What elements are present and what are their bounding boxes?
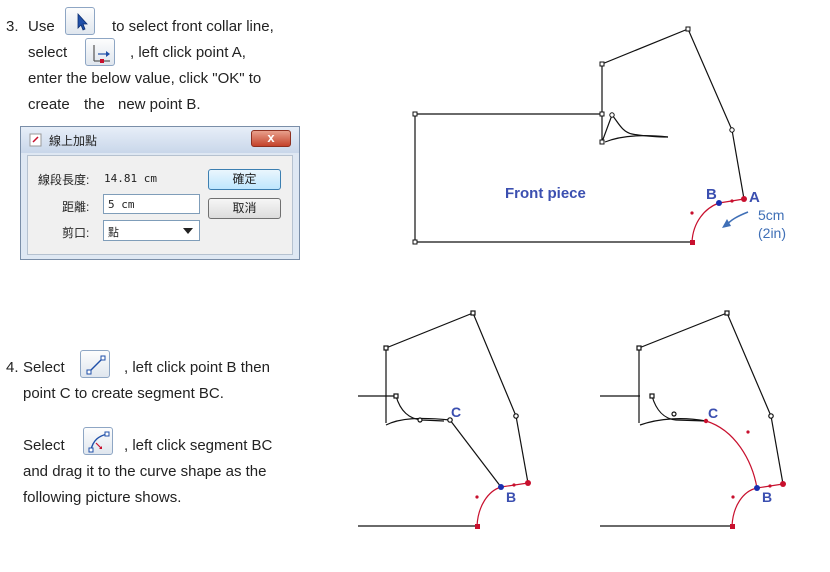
dialog-title: 線上加點 [49, 134, 98, 148]
select-tool-button[interactable] [65, 7, 95, 35]
dialog-body: 線段長度: 14.81 cm 距離: 5 cm 剪口: 點 確定 取消 [27, 155, 293, 255]
point-a-label: A [749, 189, 760, 206]
figure2-segment [358, 310, 529, 527]
figure1-front-piece [414, 28, 745, 243]
figure2-markers [475, 480, 531, 529]
step4-number: 4. [6, 359, 19, 376]
segment-length-value: 14.81 cm [104, 172, 157, 185]
step4-line4: and drag it to the curve shape as the [23, 463, 267, 480]
step4-line3-pre: Select [23, 437, 65, 454]
measure-in-label: (2in) [758, 225, 787, 241]
cancel-button[interactable]: 取消 [208, 198, 281, 219]
draw-line-icon [86, 355, 106, 375]
figure3-curve [600, 310, 784, 527]
point-b-label: B [706, 186, 717, 203]
distance-label: 距離: [62, 200, 90, 214]
distance-input[interactable]: 5 cm [103, 194, 200, 214]
step3-line2-pre: select [28, 44, 68, 61]
ok-button[interactable]: 確定 [208, 169, 281, 190]
chevron-down-icon [183, 228, 193, 234]
figure3-markers [703, 418, 786, 529]
measure-cm-label: 5cm [758, 207, 785, 223]
adjust-curve-icon [88, 431, 110, 453]
front-piece-label: Front piece [505, 185, 586, 202]
step3-line2-post: , left click point A, [130, 44, 246, 61]
step4-line2: point C to create segment BC. [23, 385, 224, 402]
add-point-tool-button[interactable] [85, 38, 115, 66]
step3-line4-c: new point B. [118, 96, 201, 113]
step3-line4-b: the [84, 96, 105, 113]
adjust-tool-button[interactable] [83, 427, 113, 455]
line-tool-button[interactable] [80, 350, 110, 378]
fig2-point-b-label: B [506, 489, 517, 505]
notch-select-value: 點 [108, 226, 119, 239]
step3-line4-a: create [28, 96, 70, 113]
step4-line3-post: , left click segment BC [124, 437, 273, 454]
step3-number: 3. [6, 18, 19, 35]
step3-line1-pre: Use [28, 18, 55, 35]
step4-line1-pre: Select [23, 359, 65, 376]
step3-line3: enter the below value, click "OK" to [28, 70, 262, 87]
add-point-on-line-icon [93, 45, 110, 63]
fig2-point-c-label: C [451, 404, 462, 420]
notch-label: 剪口: [62, 226, 90, 240]
notch-select[interactable]: 點 [103, 220, 200, 241]
fig3-point-c-label: C [708, 405, 719, 421]
step3-line1-post: to select front collar line, [112, 18, 274, 35]
arrow-cursor-icon [77, 12, 88, 31]
dialog-close-button[interactable]: x [251, 130, 291, 147]
dialog-titlebar[interactable]: 線上加點 x [21, 127, 299, 153]
step4-line1-post: , left click point B then [124, 359, 270, 376]
dialog-app-icon [29, 133, 42, 147]
step4-line5: following picture shows. [23, 489, 182, 506]
fig3-point-b-label: B [762, 489, 773, 505]
add-point-dialog: 線上加點 x 線段長度: 14.81 cm 距離: 5 cm 剪口: 點 確定 … [20, 126, 300, 260]
figure1-markers [412, 26, 749, 245]
segment-length-label: 線段長度: [38, 173, 90, 187]
